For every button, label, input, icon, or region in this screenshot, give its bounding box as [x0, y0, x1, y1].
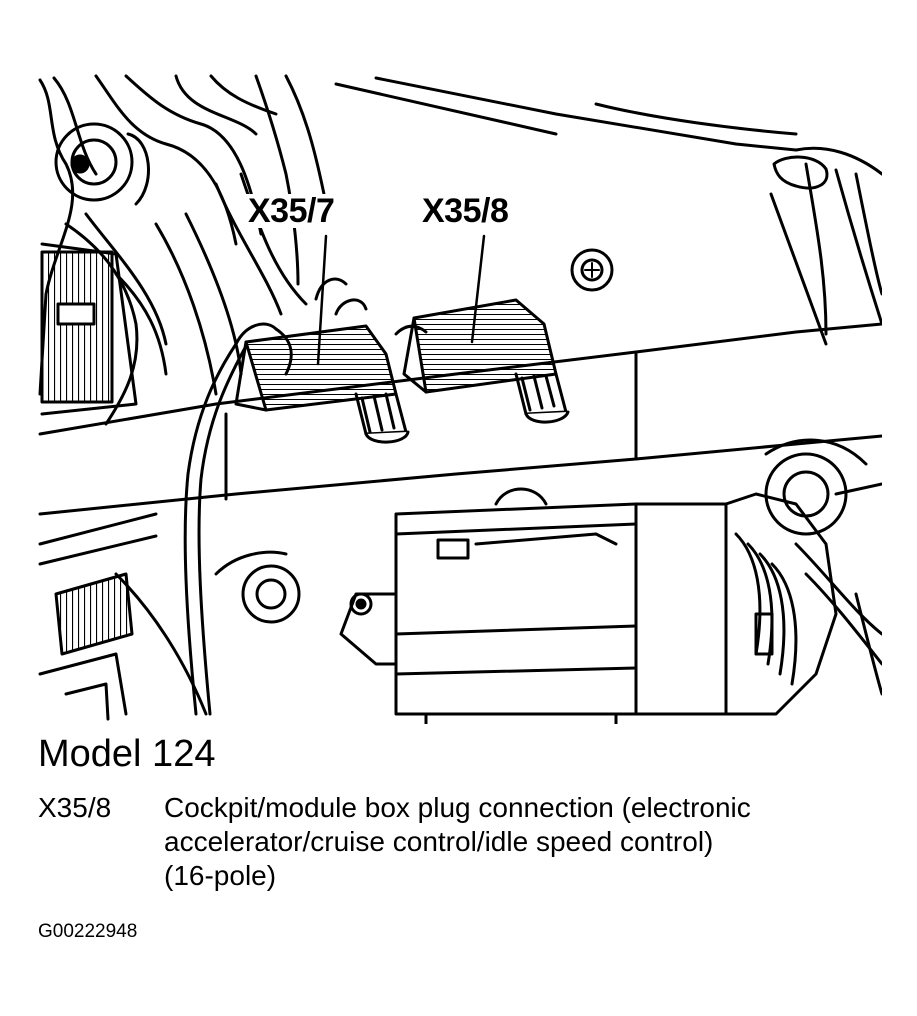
firewall-panel: [334, 76, 882, 346]
legend-code: X35/8: [38, 792, 112, 823]
figure-id: G00222948: [38, 921, 138, 942]
callout-label-x35-8: X35/8: [420, 192, 511, 230]
upper-left-hoses: [38, 74, 328, 426]
lower-left-pipes: [38, 512, 301, 721]
legend-description: Cockpit/module box plug connection (elec…: [164, 791, 888, 893]
module-box: [339, 487, 728, 724]
wire-harness: [183, 322, 293, 716]
lower-right-assembly: [724, 438, 882, 716]
plug-connector-x35-8: [394, 298, 570, 424]
left-bracket: [40, 242, 168, 416]
model-title: Model 124: [38, 733, 216, 775]
engine-bay-illustration: [38, 74, 882, 724]
callout-label-x35-7: X35/7: [246, 192, 337, 230]
callout-leaders: [316, 234, 486, 366]
legend-description-line: accelerator/cruise control/idle speed co…: [164, 826, 714, 857]
plug-connector-x35-7: [234, 277, 410, 444]
legend-description-line: Cockpit/module box plug connection (elec…: [164, 792, 751, 823]
legend-description-line: (16-pole): [164, 860, 277, 891]
